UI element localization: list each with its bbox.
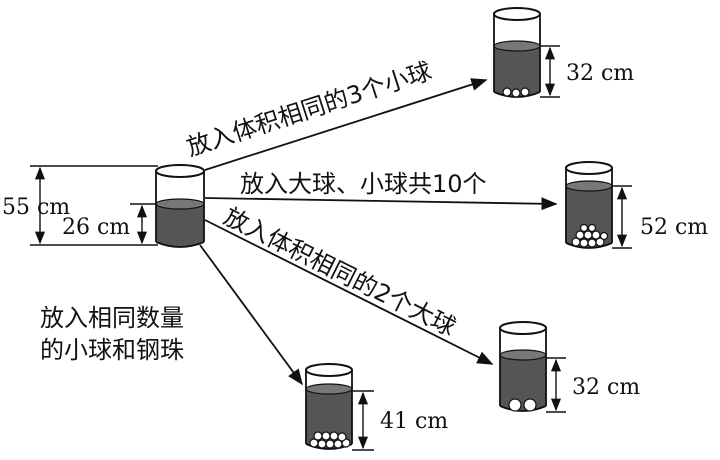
- dimension-small-and-steel: [352, 390, 374, 451]
- glass-three-small: [493, 7, 541, 98]
- height-label-two-large: 32 cm: [572, 375, 640, 400]
- caption-small-and-steel-line2: 的小球和钢珠: [40, 336, 184, 364]
- glass-small-and-steel: [305, 363, 353, 450]
- caption-small-and-steel-line1: 放入相同数量: [40, 304, 184, 332]
- arrow-to-three-small: [204, 78, 488, 171]
- initial-glass: [155, 164, 205, 248]
- height-label-three-small: 32 cm: [566, 61, 634, 86]
- height-label-small-and-steel: 41 cm: [380, 409, 448, 434]
- arrow-to-small-and-steel: [199, 244, 303, 386]
- caption-ten-mixed: 放入大球、小球共10个: [240, 170, 487, 198]
- arrow-to-ten-mixed: [204, 197, 558, 211]
- height-label-ten-mixed: 52 cm: [640, 215, 708, 240]
- initial-water-height-label: 26 cm: [62, 215, 130, 240]
- dimension-three-small: [540, 45, 560, 98]
- initial-dimensions: [30, 165, 158, 246]
- glass-two-large: [499, 321, 547, 412]
- dimension-two-large: [546, 357, 566, 413]
- dimension-ten-mixed: [612, 185, 632, 249]
- arrow-to-two-large: [204, 219, 494, 365]
- initial-total-height-label: 55 cm: [2, 195, 70, 220]
- glass-ten-mixed: [565, 161, 613, 249]
